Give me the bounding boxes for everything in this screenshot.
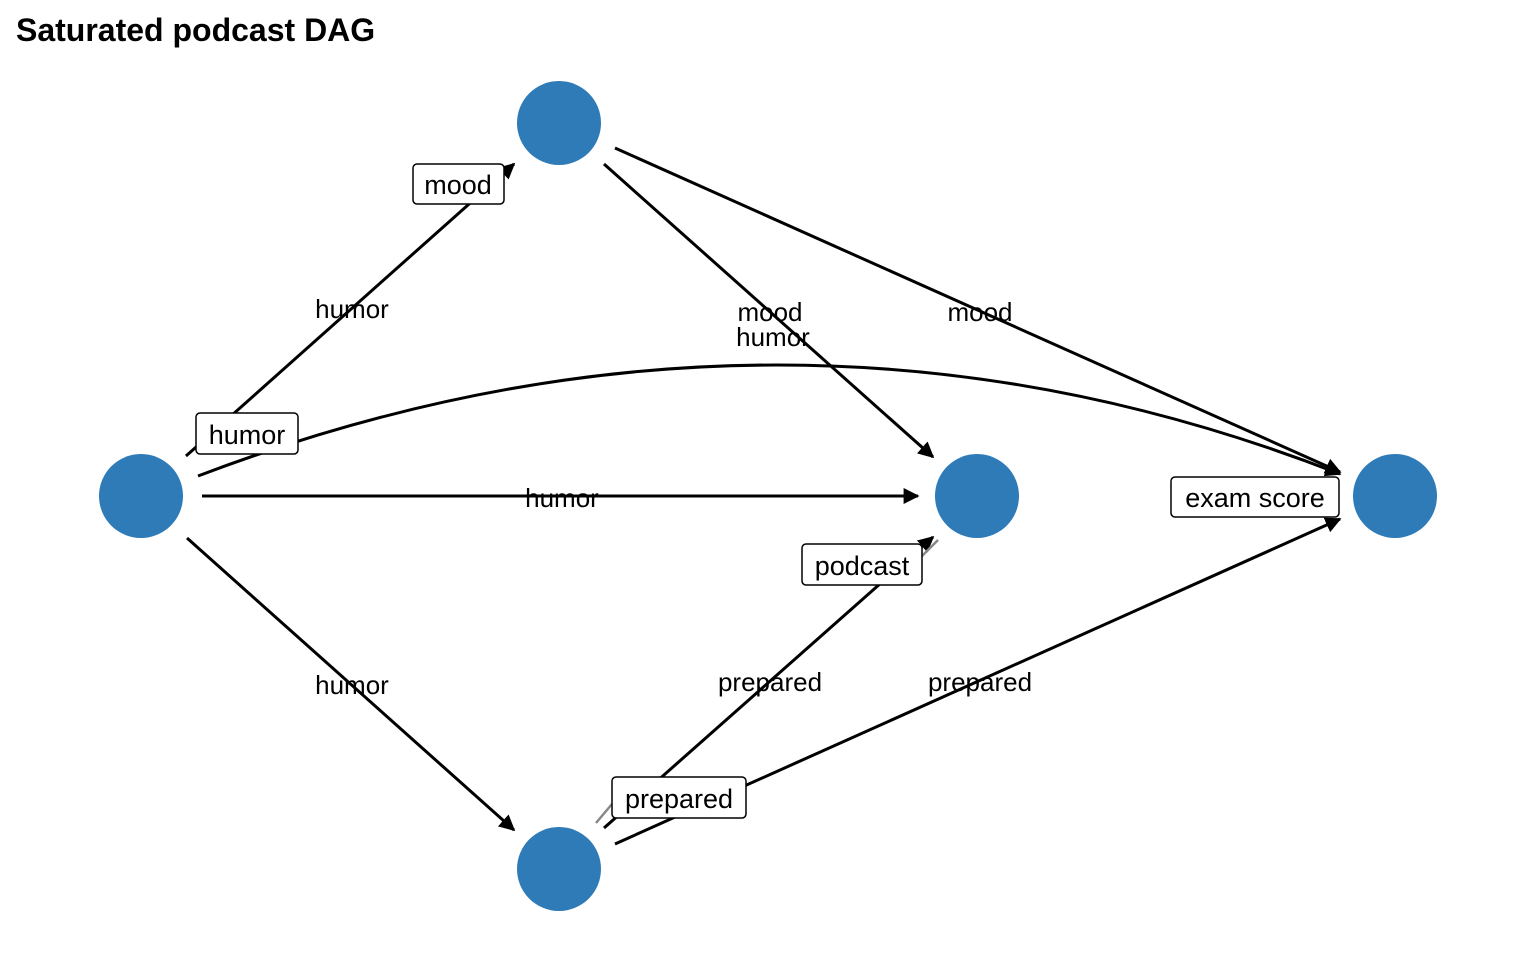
node-label-mood-text: mood	[424, 170, 492, 200]
edge-mood-podcast	[603, 162, 935, 459]
nodes	[99, 81, 1437, 911]
node-label-exam-text: exam score	[1185, 483, 1325, 513]
node-label-prepared-text: prepared	[625, 784, 733, 814]
edge-mood-exam	[614, 146, 1342, 474]
label-connector-prepared	[595, 803, 613, 824]
edge-label-humor-exam: humor	[736, 322, 810, 352]
node-label-mood: mood	[412, 163, 505, 205]
edge-label-humor-prepared: humor	[315, 670, 389, 700]
edge-label-prepared-exam: prepared	[928, 667, 1032, 697]
edges	[185, 146, 1342, 846]
edge-humor-mood	[185, 162, 516, 458]
node-mood[interactable]	[517, 81, 601, 165]
node-exam[interactable]	[1353, 454, 1437, 538]
node-label-prepared: prepared	[611, 776, 747, 819]
node-label-exam: exam score	[1170, 476, 1340, 518]
node-label-podcast-text: podcast	[815, 551, 910, 581]
edge-label-humor-podcast: humor	[525, 483, 599, 513]
edge-label-prepared-podcast: prepared	[718, 667, 822, 697]
edge-humor-exam	[197, 363, 1342, 478]
edge-labels: humor humor humor humor mood mood prepar…	[315, 294, 1032, 700]
node-humor[interactable]	[99, 454, 183, 538]
diagram-title: Saturated podcast DAG	[16, 12, 376, 48]
label-connector-podcast	[921, 539, 939, 557]
edge-label-mood-exam: mood	[947, 297, 1012, 327]
edge-label-mood-podcast: mood	[737, 297, 802, 327]
node-label-humor: humor	[195, 412, 299, 455]
edge-label-humor-mood: humor	[315, 294, 389, 324]
node-podcast[interactable]	[935, 454, 1019, 538]
edge-humor-prepared	[186, 536, 516, 832]
node-prepared[interactable]	[517, 827, 601, 911]
node-labels: humor mood podcast prepared exam score	[195, 163, 1340, 819]
node-label-podcast: podcast	[801, 543, 923, 586]
node-label-humor-text: humor	[209, 420, 286, 450]
